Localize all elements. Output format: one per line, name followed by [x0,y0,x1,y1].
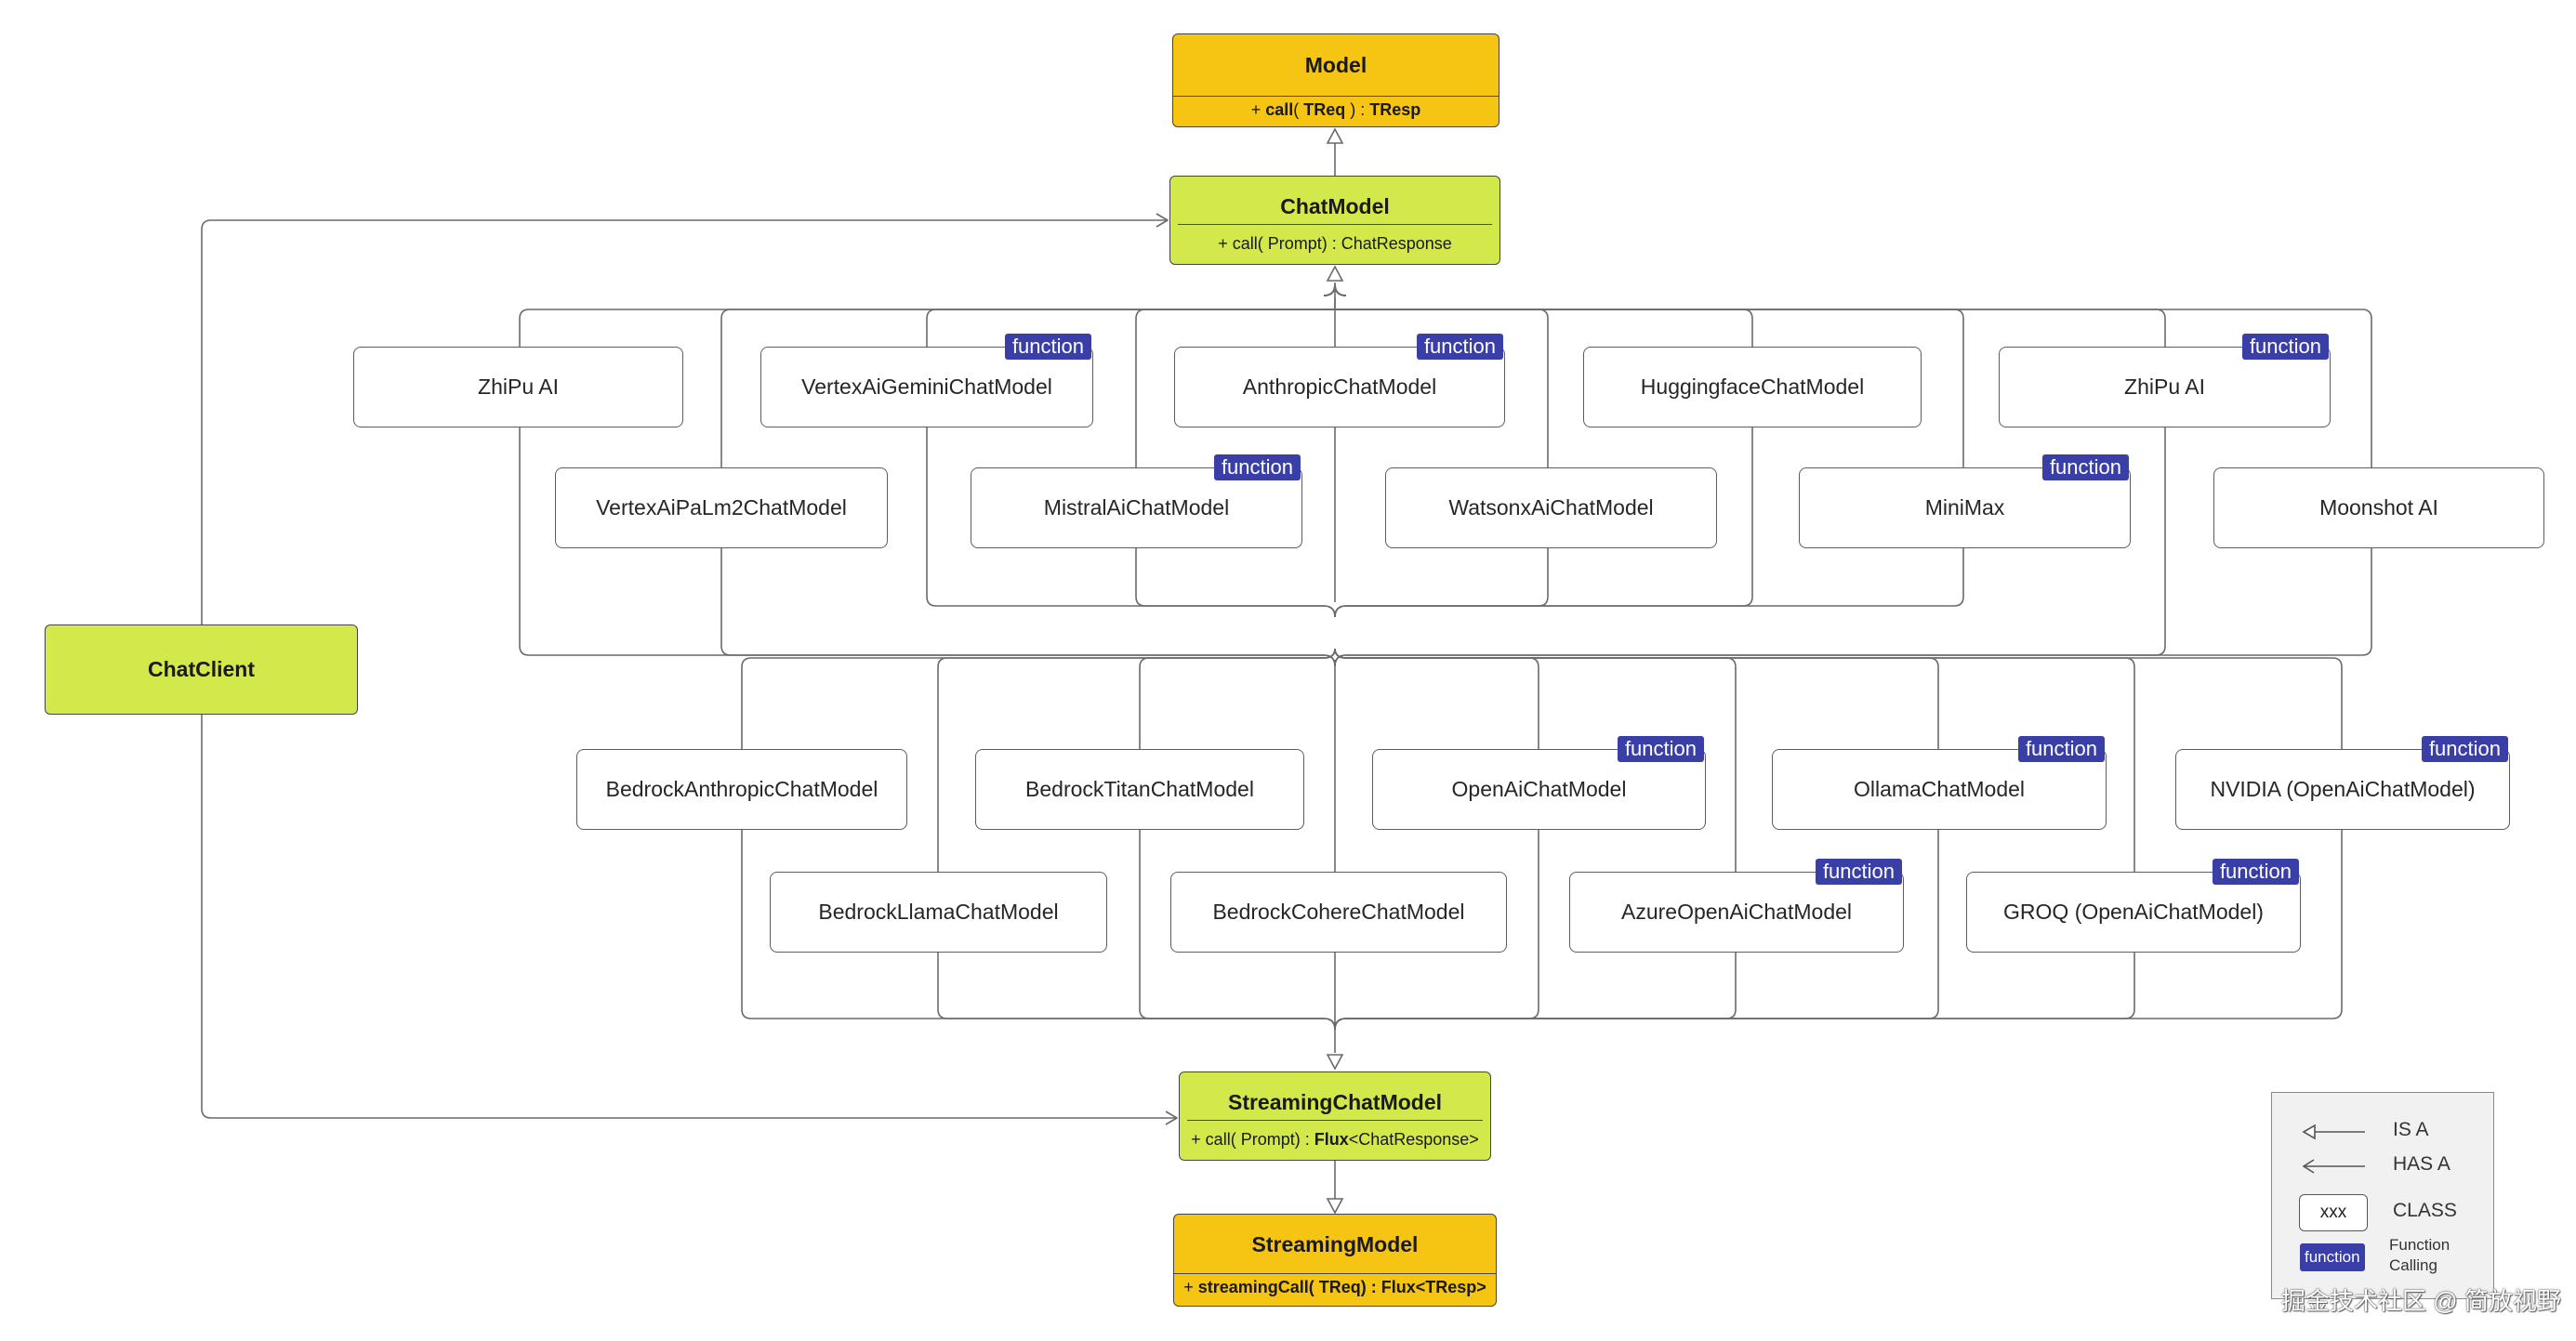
edge-chatclient-chatmodel [201,219,1168,624]
legend-class-sample: xxx [2299,1194,2368,1231]
function-calling-badge: function [2241,334,2329,360]
edge-top-curve [1334,283,1347,296]
edge-bottom-branch-2 [1139,648,1336,1031]
function-calling-badge: function [2041,454,2129,480]
edge-bottom-branch-3 [1334,648,1539,1031]
class-node-zhipu-ai-2: ZhiPu AI [1999,347,2331,427]
class-node-vertex-ai-palm2: VertexAiPaLm2ChatModel [555,467,888,548]
function-calling-badge: function [1004,334,1091,360]
class-node-bedrock-llama: BedrockLlamaChatModel [770,872,1107,953]
chat-model-title: ChatModel [1280,194,1390,218]
edge-top-curve [1323,283,1336,296]
streaming-chat-model-divider [1187,1120,1483,1121]
legend-function-sample: function [2300,1243,2365,1271]
class-node-label: BedrockTitanChatModel [1025,777,1254,801]
class-node-label: HuggingfaceChatModel [1640,375,1865,399]
class-node-vertex-ai-gemini: VertexAiGeminiChatModel [760,347,1093,427]
has-a-arrow-icon [1156,213,1169,228]
model-method: + call( TReq ) : TResp [1250,100,1421,119]
class-node-openai: OpenAiChatModel [1372,749,1706,830]
class-node-bedrock-titan: BedrockTitanChatModel [975,749,1304,830]
edge-bottom-branch-6 [1334,648,2135,1031]
class-node-label: GROQ (OpenAiChatModel) [2003,900,2264,924]
class-node-bedrock-anthropic: BedrockAnthropicChatModel [576,749,907,830]
streaming-chat-model-method: + call( Prompt) : Flux<ChatResponse> [1191,1130,1479,1149]
edge-bottom-branch-0 [741,648,1336,1031]
legend-is-a-label: IS A [2393,1119,2429,1140]
class-node-zhipu-ai-1: ZhiPu AI [353,347,683,427]
class-node-label: BedrockLlamaChatModel [818,900,1059,924]
edge-top-branch-6 [1324,309,1964,618]
chat-model-divider [1178,224,1492,225]
chat-model-class: ChatModel + call( Prompt) : ChatResponse [1169,176,1500,265]
function-calling-badge: function [2212,859,2299,885]
class-node-label: WatsonxAiChatModel [1448,495,1654,519]
class-node-moonshot-ai: Moonshot AI [2213,467,2544,548]
edge-bottom-branch-4 [1334,648,1737,1031]
class-node-huggingface: HuggingfaceChatModel [1583,347,1922,427]
class-node-groq: GROQ (OpenAiChatModel) [1966,872,2301,953]
function-calling-badge: function [1617,736,1704,762]
class-node-label: AzureOpenAiChatModel [1620,900,1853,924]
class-node-bedrock-cohere: BedrockCohereChatModel [1170,872,1507,953]
legend-function-calling-label: Function Calling [2389,1236,2451,1274]
function-calling-badge: function [2017,736,2105,762]
model-title: Model [1304,53,1367,77]
chat-model-method: + call( Prompt) : ChatResponse [1218,234,1452,253]
is-a-arrow-icon [1326,127,1344,144]
class-node-label: BedrockCohereChatModel [1212,900,1465,924]
streaming-model-method: + streamingCall( TReq) : Flux<TResp> [1183,1278,1486,1296]
class-node-label: ZhiPu AI [2124,375,2205,399]
edge-chatclient-streamingchatmodel [201,715,1177,1119]
class-node-azure-openai: AzureOpenAiChatModel [1569,872,1904,953]
streaming-chat-model-class: StreamingChatModel + call( Prompt) : Flu… [1179,1071,1491,1161]
streaming-model-divider [1174,1273,1496,1274]
class-node-label: MiniMax [1924,495,2005,519]
function-calling-badge: function [2421,736,2508,762]
class-node-label: Moonshot AI [2319,495,2438,519]
edge-top-branch-8 [1324,309,2372,667]
edge-top-branch-1 [720,309,1346,667]
function-calling-badge: function [1416,334,1503,360]
class-node-label: NVIDIA (OpenAiChatModel) [2210,777,2476,801]
streaming-model-title: StreamingModel [1251,1232,1419,1256]
function-calling-badge: function [1213,454,1301,480]
edge-bottom-branch-1 [937,648,1336,1031]
chat-client-class: ChatClient [45,624,358,715]
class-node-watsonx-ai: WatsonxAiChatModel [1385,467,1717,548]
class-node-ollama: OllamaChatModel [1772,749,2107,830]
edge-top-branch-3 [1135,309,1346,618]
is-a-arrow-icon [1326,1198,1344,1215]
class-node-minimax: MiniMax [1799,467,2131,548]
class-node-label: VertexAiGeminiChatModel [801,375,1052,399]
function-calling-badge: function [1815,859,1902,885]
is-a-arrow-icon [1326,265,1344,282]
legend-has-a-label: HAS A [2393,1153,2451,1175]
has-a-arrow-icon [1165,1111,1178,1125]
is-a-arrow-icon [1326,1054,1344,1071]
model-divider [1173,96,1499,97]
streaming-chat-model-title: StreamingChatModel [1227,1090,1443,1114]
class-node-label: OllamaChatModel [1853,777,2026,801]
class-node-label: AnthropicChatModel [1242,375,1437,399]
class-node-nvidia: NVIDIA (OpenAiChatModel) [2175,749,2510,830]
class-node-mistral-ai: MistralAiChatModel [971,467,1302,548]
edge-bottom-branch-5 [1334,648,1939,1031]
class-node-label: BedrockAnthropicChatModel [605,777,878,801]
legend-arrows [2302,1124,2365,1174]
model-class: Model + call( TReq ) : TResp [1172,33,1499,127]
legend-class-label: CLASS [2393,1200,2457,1221]
legend: IS A HAS A xxx CLASS function Function C… [2271,1092,2494,1299]
class-node-label: ZhiPu AI [478,375,559,399]
class-node-label: OpenAiChatModel [1451,777,1627,801]
class-node-label: MistralAiChatModel [1043,495,1230,519]
edge-bottom-branch-7 [1334,648,2343,1031]
watermark: 掘金技术社区 @ 简放视野 [2281,1287,2561,1315]
class-node-label: VertexAiPaLm2ChatModel [596,495,847,519]
streaming-model-class: StreamingModel + streamingCall( TReq) : … [1173,1214,1497,1307]
class-node-anthropic: AnthropicChatModel [1174,347,1505,427]
